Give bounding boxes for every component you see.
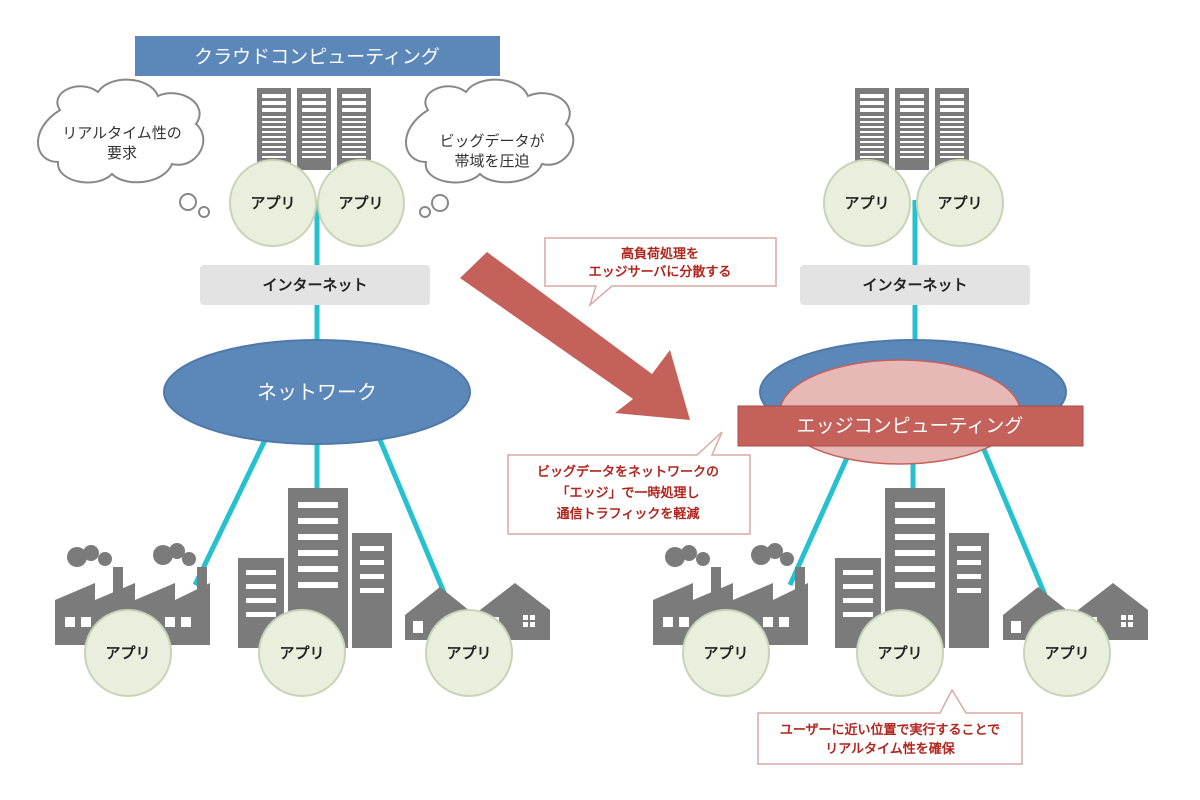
cloud-edge-app-3: アプリ [425, 609, 513, 697]
app-label: アプリ [338, 194, 383, 212]
callout-realtime: ユーザーに近い位置で実行することで リアルタイム性を確保 [757, 688, 1023, 765]
cloud-server-rack-icon [257, 88, 371, 170]
edge-app-1: アプリ [682, 609, 770, 697]
callout-bigdata-line-1: ビッグデータをネットワークの [537, 464, 719, 480]
callout-distribute: 高負荷処理を エッジサーバに分散する [544, 237, 777, 308]
edge-computing-label: エッジコンピューティング [797, 415, 1024, 437]
internet-label: インターネット [862, 276, 967, 294]
edge-app-2: アプリ [856, 609, 944, 697]
callout-bigdata-line-3: 通信トラフィックを軽減 [557, 506, 700, 522]
internet-label: インターネット [262, 276, 367, 294]
thought-left-line-2: 要求 [107, 144, 137, 162]
network-label: ネットワーク [257, 380, 377, 404]
cloud-edge-app-1: アプリ [84, 609, 172, 697]
transition-arrow-icon [460, 252, 690, 420]
edge-server-app-2: アプリ [916, 159, 1004, 247]
app-label: アプリ [105, 644, 150, 662]
callout-distribute-line-2: エッジサーバに分散する [589, 264, 732, 280]
cloud-internet-bar: インターネット [200, 265, 430, 305]
callout-realtime-line-2: リアルタイム性を確保 [825, 741, 956, 757]
cloud-edge-app-2: アプリ [258, 609, 346, 697]
app-label: アプリ [1044, 644, 1089, 662]
thought-left-line-1: リアルタイム性の [62, 124, 182, 142]
edge-computing-banner: エッジコンピューティング [737, 405, 1084, 447]
network-ellipse: ネットワーク [163, 339, 471, 445]
edge-server-app-1: アプリ [823, 159, 911, 247]
cloud-title-banner: クラウドコンピューティング [135, 36, 500, 76]
thought-right-line-2: 帯域を圧迫 [454, 152, 529, 170]
thought-right-line-1: ビッグデータが [439, 132, 544, 150]
app-label: アプリ [703, 644, 748, 662]
edge-server-rack-icon [855, 88, 969, 170]
cloud-server-app-1: アプリ [229, 159, 317, 247]
app-label: アプリ [844, 194, 889, 212]
app-label: アプリ [446, 644, 491, 662]
thought-cloud-right-icon [405, 78, 575, 218]
callout-bigdata: ビッグデータをネットワークの 「エッジ」で一時処理し 通信トラフィックを軽減 [507, 431, 751, 535]
app-label: アプリ [937, 194, 982, 212]
thought-cloud-left-icon [37, 78, 210, 218]
callout-distribute-line-1: 高負荷処理を [621, 246, 699, 262]
app-label: アプリ [250, 194, 295, 212]
cloud-server-app-2: アプリ [317, 159, 405, 247]
callout-realtime-line-1: ユーザーに近い位置で実行することで [780, 722, 1000, 738]
edge-app-3: アプリ [1023, 609, 1111, 697]
app-label: アプリ [279, 644, 324, 662]
edge-internet-bar: インターネット [800, 265, 1030, 305]
callout-bigdata-line-2: 「エッジ」で一時処理し [556, 485, 699, 501]
app-label: アプリ [877, 644, 922, 662]
cloud-title: クラウドコンピューティング [194, 46, 440, 68]
